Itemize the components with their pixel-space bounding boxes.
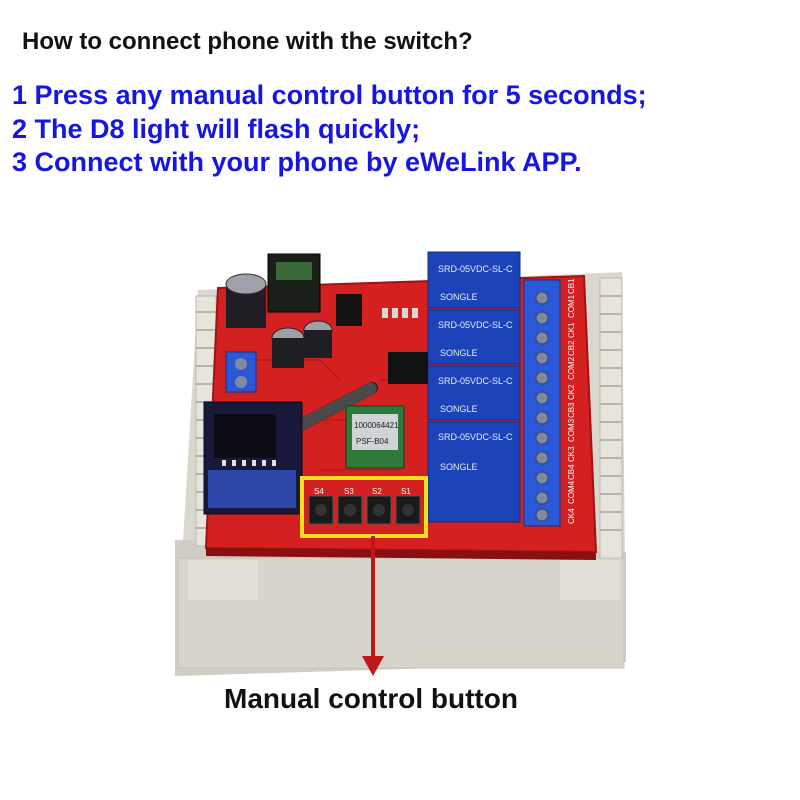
terminal-label-com2: COM2 xyxy=(567,356,576,380)
relay-1-brand: SONGLE xyxy=(440,292,478,302)
button-s3-label: S3 xyxy=(344,487,354,496)
manual-buttons: S4 S3 S2 S1 xyxy=(300,476,428,538)
relay-3-label: SRD-05VDC-SL-C xyxy=(438,376,513,386)
rf-module: 1000064421 PSF-B04 xyxy=(345,405,405,469)
relay-bank: SRD-05VDC-SL-C SONGLE SRD-05VDC-SL-C SON… xyxy=(427,251,521,523)
terminal-label-com1: COM1 xyxy=(567,294,576,318)
wifi-board xyxy=(203,401,303,515)
terminal-label-ck1: CK1 xyxy=(567,322,576,338)
button-s4[interactable]: S4 xyxy=(308,487,334,525)
instruction-step-1: 1 Press any manual control button for 5 … xyxy=(12,80,647,110)
button-s1[interactable]: S1 xyxy=(395,487,421,525)
instructions-heading: How to connect phone with the switch? xyxy=(22,28,473,55)
terminal-label-com3: COM3 xyxy=(567,418,576,442)
relay-1-label: SRD-05VDC-SL-C xyxy=(438,264,513,274)
terminal-label-cb4: CB4 xyxy=(567,464,576,480)
rf-module-model: PSF-B04 xyxy=(356,437,389,446)
terminal-label-cb3: CB3 xyxy=(567,402,576,418)
manual-control-caption: Manual control button xyxy=(224,683,518,714)
button-s4-label: S4 xyxy=(314,487,324,496)
power-components xyxy=(225,253,428,393)
output-terminal-block: CK4 COM4 CB4 CK3 COM3 CB3 CK2 COM2 CB2 C… xyxy=(523,278,576,527)
terminal-label-cb2: CB2 xyxy=(567,340,576,356)
button-s2[interactable]: S2 xyxy=(366,487,392,525)
terminal-label-ck2: CK2 xyxy=(567,384,576,400)
terminal-label-ck4: CK4 xyxy=(567,508,576,524)
button-s3[interactable]: S3 xyxy=(337,487,363,525)
rf-module-code: 1000064421 xyxy=(354,421,399,430)
relay-4-brand: SONGLE xyxy=(440,462,478,472)
relay-2-brand: SONGLE xyxy=(440,348,478,358)
button-s2-label: S2 xyxy=(372,487,382,496)
buttons-highlight-box xyxy=(300,476,428,538)
button-s1-label: S1 xyxy=(401,487,411,496)
terminal-label-cb1: CB1 xyxy=(567,278,576,294)
relay-2-label: SRD-05VDC-SL-C xyxy=(438,320,513,330)
relay-4-label: SRD-05VDC-SL-C xyxy=(438,432,513,442)
instruction-step-3: 3 Connect with your phone by eWeLink APP… xyxy=(12,147,582,177)
relay-3-brand: SONGLE xyxy=(440,404,478,414)
terminal-label-com4: COM4 xyxy=(567,480,576,504)
callout-arrow xyxy=(362,536,384,676)
terminal-label-ck3: CK3 xyxy=(567,446,576,462)
instruction-step-2: 2 The D8 light will flash quickly; xyxy=(12,114,421,144)
